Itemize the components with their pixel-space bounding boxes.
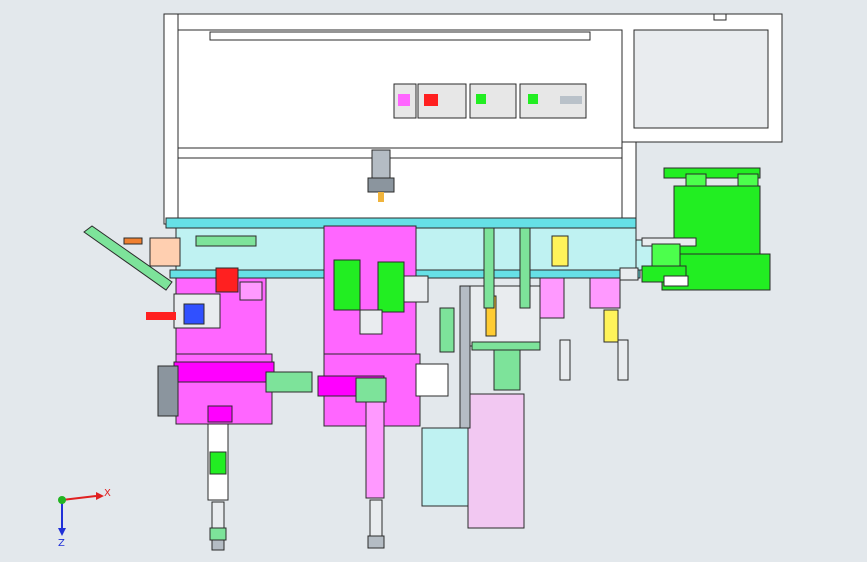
centre-station <box>317 225 455 549</box>
feed-chute <box>83 225 173 291</box>
orientation-triad[interactable]: X Z <box>58 488 111 549</box>
main-beam <box>165 217 669 279</box>
plc-module-row <box>393 83 587 119</box>
right-station <box>421 227 639 529</box>
x-axis-label: X <box>104 488 111 499</box>
z-axis-label: Z <box>58 538 65 549</box>
left-station <box>123 235 313 551</box>
rotary-table-unit <box>641 167 771 291</box>
spindle <box>367 149 395 202</box>
